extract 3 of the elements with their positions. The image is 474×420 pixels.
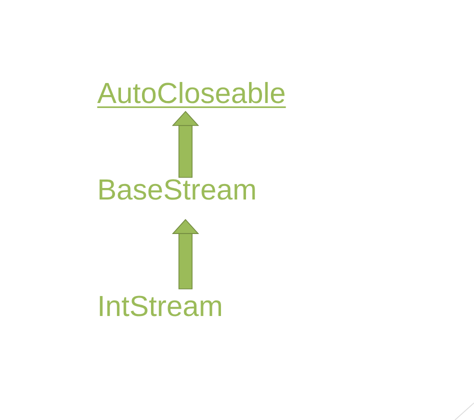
class-label: AutoCloseable bbox=[97, 82, 286, 108]
class-label: IntStream bbox=[100, 296, 221, 316]
class-label: BaseStream bbox=[100, 179, 255, 200]
